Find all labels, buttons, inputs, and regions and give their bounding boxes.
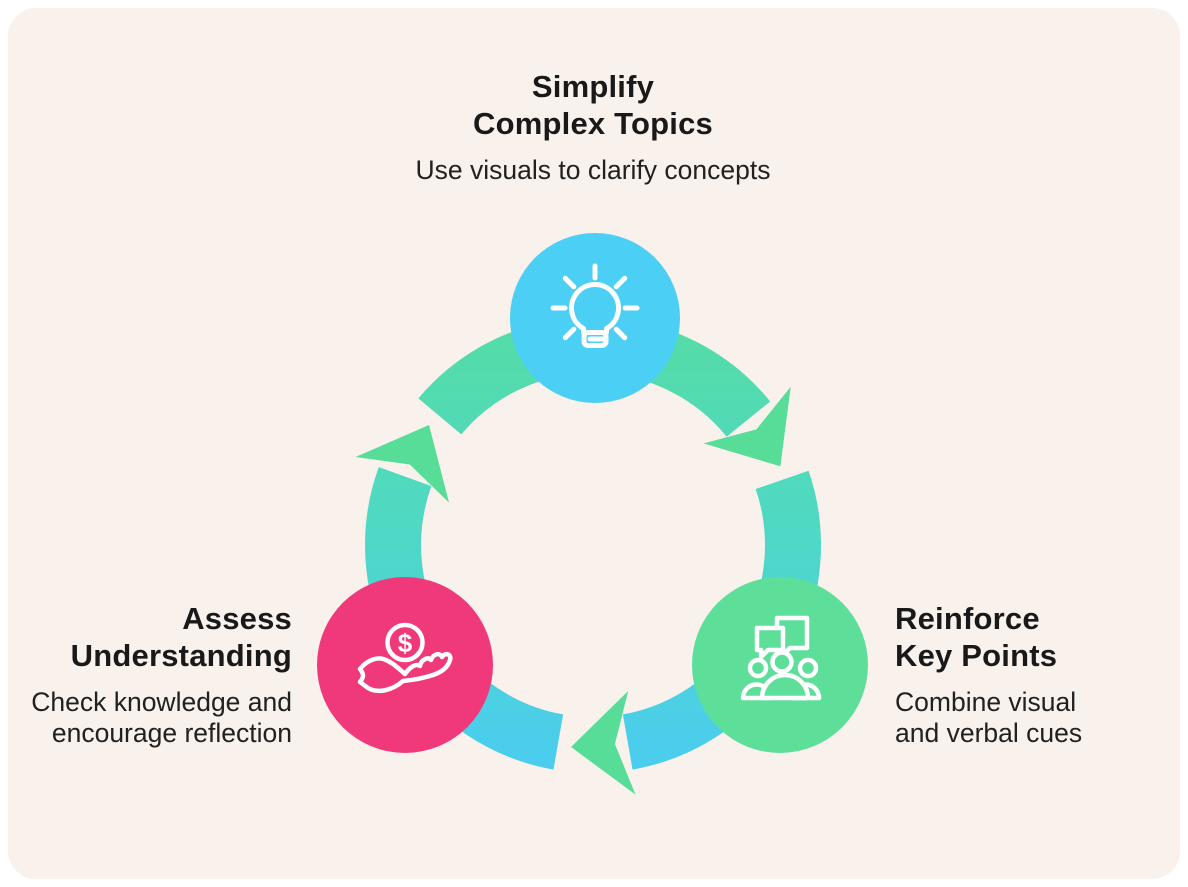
desc-line: encourage reflection [51,718,292,748]
node-circle-simplify [510,233,680,403]
node-label-simplify: Simplify Complex Topics Use visuals to c… [293,68,893,186]
desc-line: and verbal cues [895,718,1083,748]
person-right-head [797,657,819,679]
person-left-head [747,657,769,679]
node-description: Use visuals to clarify concepts [293,155,893,186]
arrowhead-top-right-icon [703,386,791,467]
person-center-body [759,672,811,701]
cycle-arrowheads [355,386,791,795]
title-line: Key Points [895,638,1058,673]
desc-line: Check knowledge and [31,687,292,717]
node-description: Combine visual and verbal cues [895,687,1185,749]
node-title: Reinforce Key Points [895,600,1185,674]
arrowhead-left-icon [355,424,450,503]
title-line: Complex Topics [473,106,713,141]
title-line: Simplify [531,69,655,104]
desc-line: Combine visual [895,687,1077,717]
title-line: Assess [182,601,292,636]
desc-line: Use visuals to clarify concepts [415,155,771,185]
node-label-assess: Assess Understanding Check knowledge and… [0,600,292,749]
node-circle-assess [317,577,493,753]
node-description: Check knowledge and encourage reflection [0,687,292,749]
person-center-head [770,650,794,674]
title-line: Reinforce [895,601,1040,636]
node-title: Assess Understanding [0,600,292,674]
dollar-sign: $ [398,628,413,658]
node-label-reinforce: Reinforce Key Points Combine visual and … [895,600,1185,749]
coin-icon [385,622,425,663]
node-title: Simplify Complex Topics [293,68,893,142]
title-line: Understanding [70,638,292,673]
arrowhead-bottom-icon [571,690,636,795]
hand-coin-icon: $ [357,622,453,694]
chat-bubble-left [754,625,786,660]
people-chat-icon [740,615,822,701]
hand-shape [357,651,453,694]
lightbulb-icon [550,263,640,348]
